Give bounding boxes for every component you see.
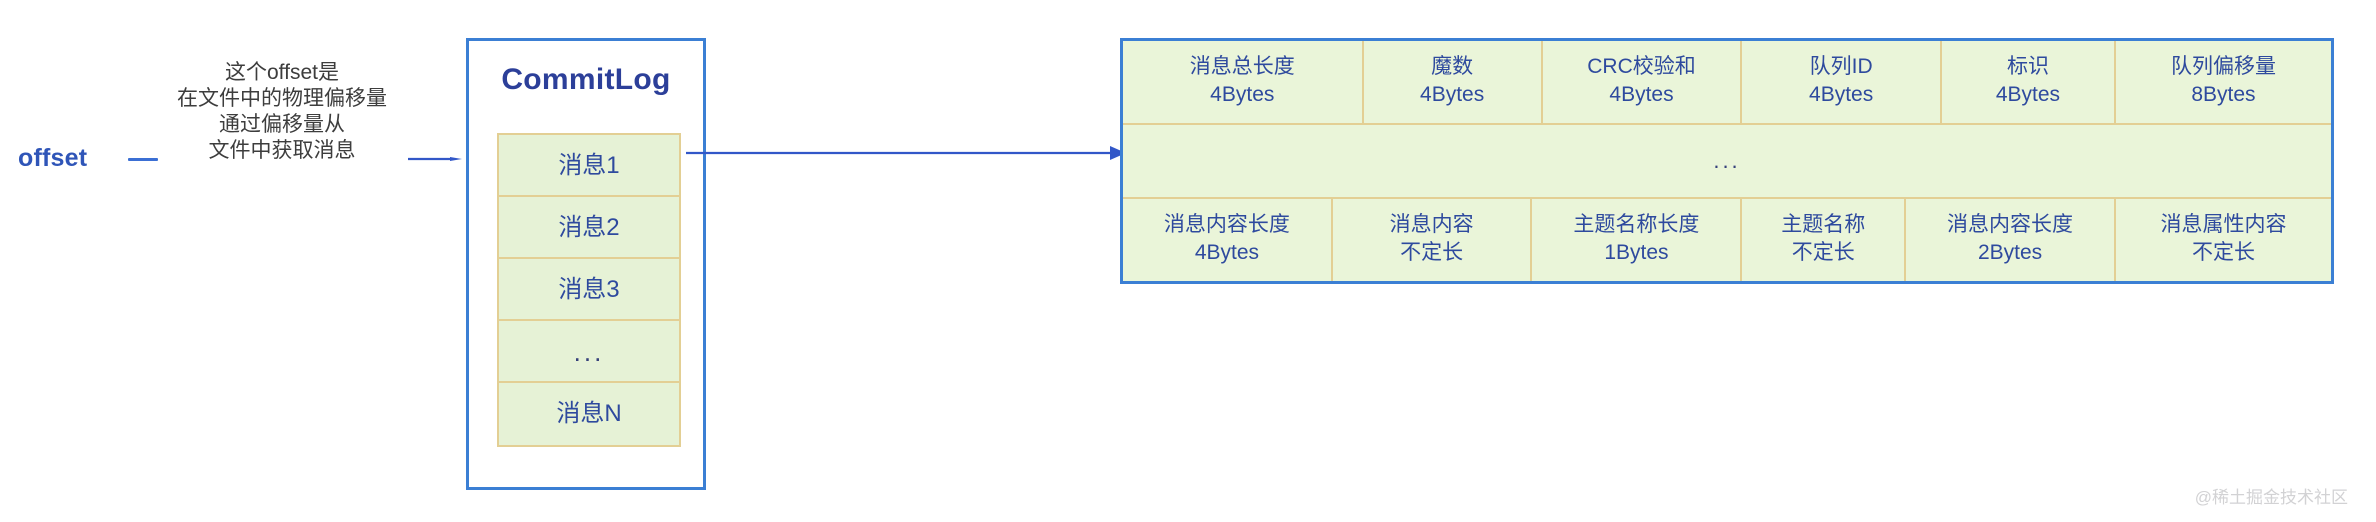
struct-cell: 消息总长度 4Bytes (1123, 41, 1364, 123)
struct-cell-size: 4Bytes (1609, 83, 1674, 106)
struct-cell: 队列ID 4Bytes (1742, 41, 1942, 123)
struct-cell: 消息内容长度 4Bytes (1123, 199, 1333, 281)
struct-cell-name: CRC校验和 (1587, 55, 1696, 78)
annotation-line-2: 在文件中的物理偏移量 (177, 87, 387, 110)
struct-cell: 消息属性内容 不定长 (2115, 199, 2331, 281)
struct-cell-size: 4Bytes (1995, 83, 2061, 106)
arrow-offset-to-commitlog-icon (408, 157, 462, 161)
commitlog-entry: 消息N (499, 383, 679, 445)
struct-cell-size: 4Bytes (1420, 83, 1485, 106)
struct-cell-name: 主题名称 (1781, 213, 1866, 236)
struct-cell-name: 消息内容长度 (1947, 213, 2074, 236)
commitlog-entry: 消息2 (499, 197, 679, 259)
watermark: @稀土掘金技术社区 (2194, 488, 2348, 507)
struct-cell-size: 不定长 (1400, 241, 1464, 264)
message-struct-middle-row: ... (1123, 125, 2331, 199)
struct-cell-name: 队列偏移量 (2170, 55, 2276, 78)
commitlog-entry-list: 消息1 消息2 消息3 ... 消息N (497, 133, 681, 447)
offset-connector-line (128, 158, 158, 161)
struct-cell-size: 2Bytes (1977, 241, 2043, 264)
struct-cell-size: 1Bytes (1604, 241, 1669, 264)
struct-cell-name: 消息属性内容 (2160, 213, 2287, 236)
struct-cell-name: 消息总长度 (1189, 55, 1295, 78)
commitlog-entry: 消息1 (499, 135, 679, 197)
message-struct-bottom-row: 消息内容长度 4Bytes 消息内容 不定长 主题名称长度 1Bytes 主题名… (1123, 199, 2331, 281)
struct-cell: 消息内容长度 2Bytes (1906, 199, 2116, 281)
struct-cell: 魔数 4Bytes (1363, 41, 1543, 123)
struct-cell-size: 不定长 (1791, 241, 1855, 264)
commitlog-box: CommitLog 消息1 消息2 消息3 ... 消息N (466, 38, 706, 490)
struct-cell-name: 消息内容长度 (1163, 213, 1290, 236)
struct-cell-name: 消息内容 (1389, 213, 1474, 236)
struct-cell-ellipsis: ... (1123, 125, 2331, 197)
message-struct-table: 消息总长度 4Bytes 魔数 4Bytes CRC校验和 4Bytes 队列I… (1120, 38, 2334, 284)
struct-cell-size: 不定长 (2191, 241, 2255, 264)
struct-cell-size: 4Bytes (1210, 83, 1275, 106)
commitlog-entry: 消息3 (499, 259, 679, 321)
struct-cell-name: 标识 (2006, 55, 2049, 78)
commitlog-title: CommitLog (501, 63, 671, 96)
struct-cell-size: 8Bytes (2191, 83, 2256, 106)
struct-cell-size: 4Bytes (1194, 241, 1260, 264)
message-struct-top-row: 消息总长度 4Bytes 魔数 4Bytes CRC校验和 4Bytes 队列I… (1123, 41, 2331, 125)
struct-cell: 主题名称长度 1Bytes (1532, 199, 1743, 281)
struct-cell-name: 队列ID (1809, 55, 1873, 78)
offset-annotation-text: 这个offset是 在文件中的物理偏移量 通过偏移量从 文件中获取消息 (152, 60, 412, 164)
struct-cell: CRC校验和 4Bytes (1542, 41, 1743, 123)
offset-label: offset (18, 144, 88, 172)
struct-cell-name: 魔数 (1431, 55, 1474, 78)
struct-cell: 标识 4Bytes (1941, 41, 2116, 123)
struct-cell: 消息内容 不定长 (1332, 199, 1533, 281)
annotation-line-3: 通过偏移量从 (219, 113, 345, 136)
commitlog-entry-ellipsis: ... (499, 321, 679, 383)
annotation-line-1: 这个offset是 (225, 61, 339, 84)
arrow-commitlog-to-table-icon (686, 146, 1126, 160)
annotation-line-4: 文件中获取消息 (208, 139, 356, 162)
struct-cell-name: 主题名称长度 (1573, 213, 1700, 236)
struct-cell-size: 4Bytes (1809, 83, 1874, 106)
struct-cell: 主题名称 不定长 (1742, 199, 1907, 281)
struct-cell: 队列偏移量 8Bytes (2115, 41, 2331, 123)
